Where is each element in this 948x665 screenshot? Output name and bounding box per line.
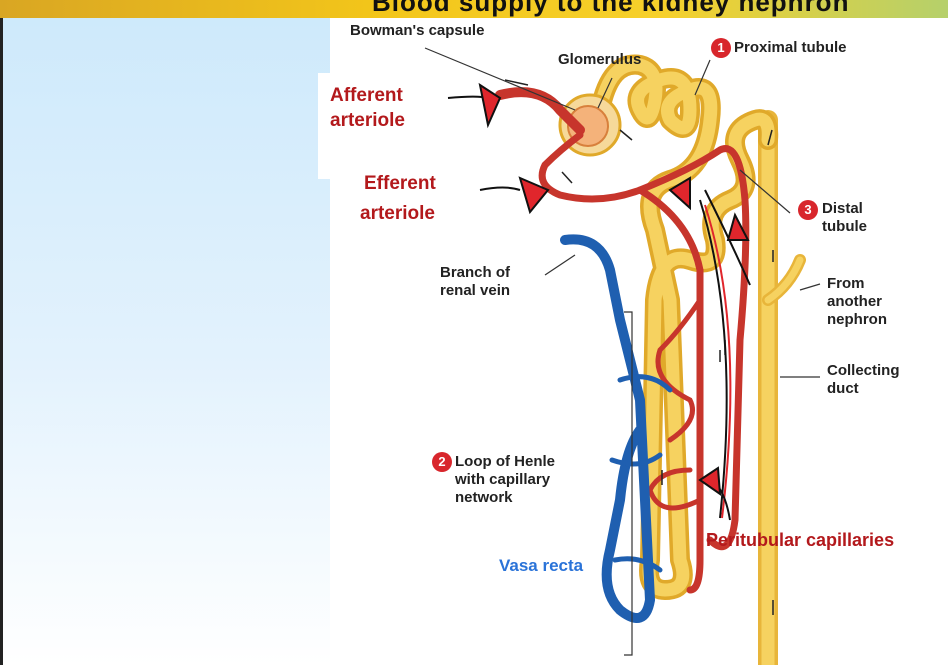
- efferent-arrow: [480, 178, 548, 212]
- peritubular-arrows: [670, 178, 750, 520]
- afferent-arrow: [448, 85, 500, 125]
